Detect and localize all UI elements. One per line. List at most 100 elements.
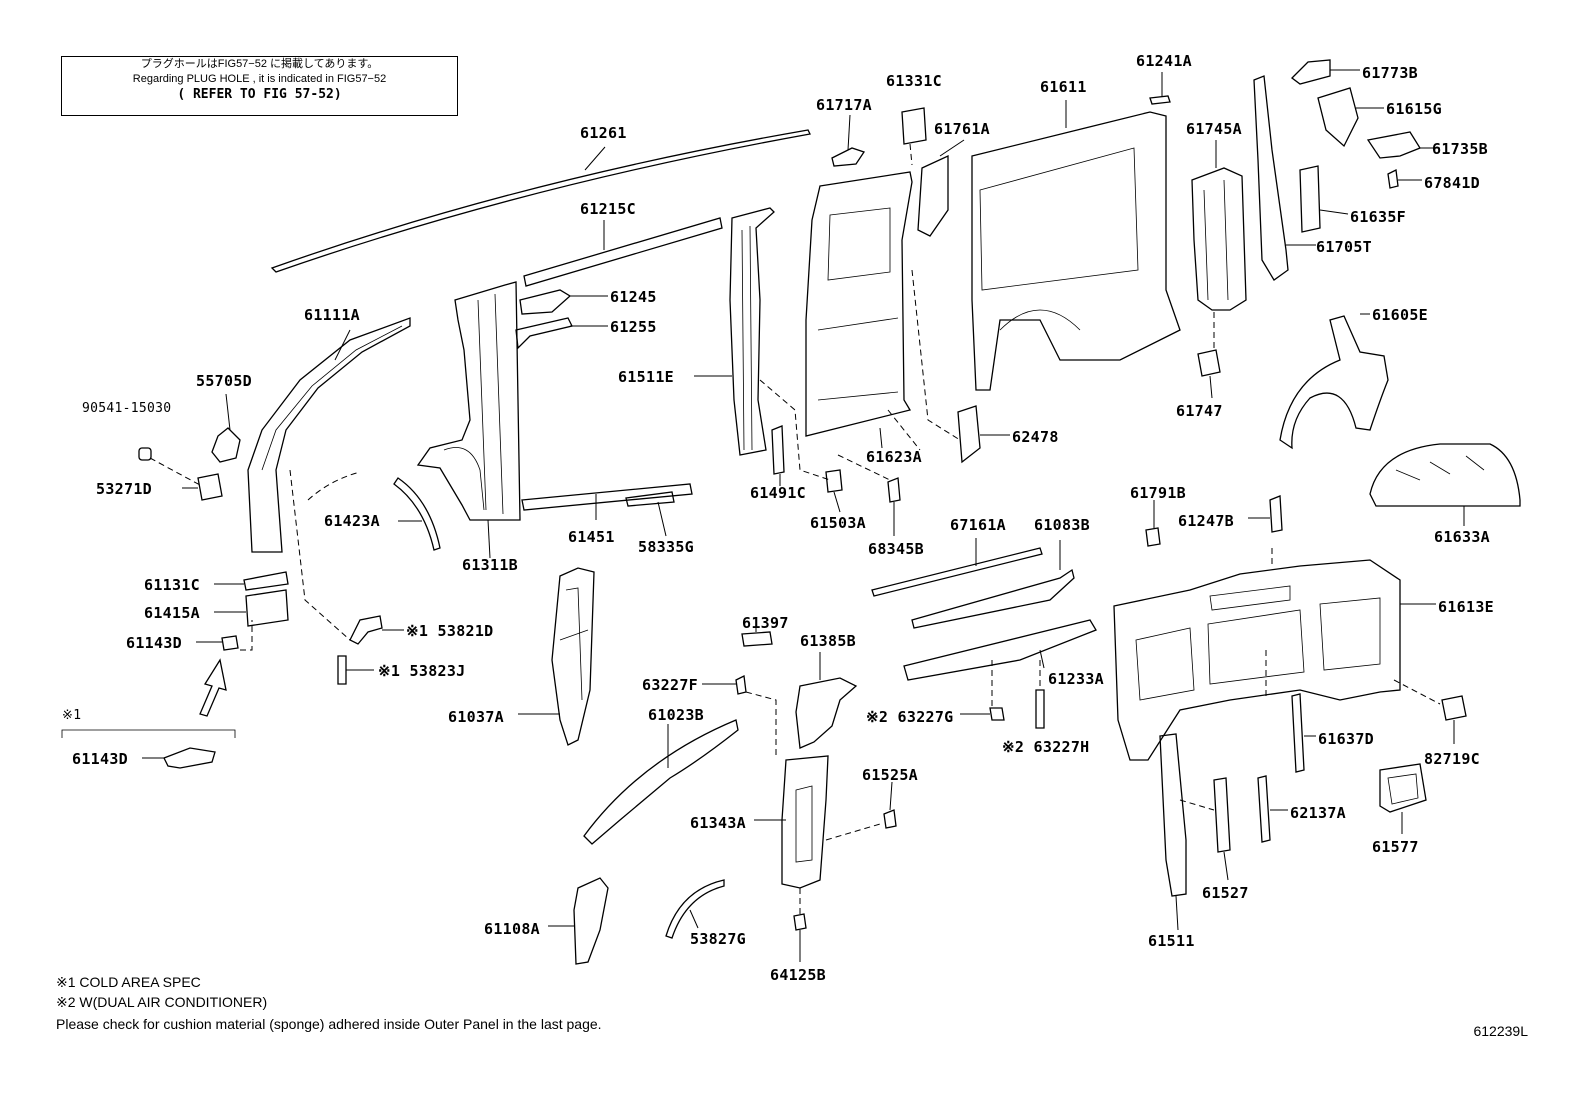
- label-55705D[interactable]: 55705D: [196, 372, 252, 390]
- label-61131C[interactable]: 61131C: [144, 576, 200, 594]
- part-61245-gusset[interactable]: [519, 289, 572, 315]
- label-61247B[interactable]: 61247B: [1178, 512, 1234, 530]
- part-61143D-cold-bracket[interactable]: [163, 747, 216, 769]
- label-64125B[interactable]: 64125B: [770, 966, 826, 984]
- label-61215C[interactable]: 61215C: [580, 200, 636, 218]
- label-61511E[interactable]: 61511E: [618, 368, 674, 386]
- part-53821D-seal[interactable]: [349, 615, 383, 645]
- label-61511[interactable]: 61511: [1148, 932, 1195, 950]
- part-61385B-pillar[interactable]: [795, 677, 858, 749]
- label-90541-15030[interactable]: 90541-15030: [82, 401, 172, 416]
- part-82719C-cover[interactable]: [1441, 695, 1467, 721]
- label-53823J[interactable]: ※1 53823J: [378, 662, 466, 680]
- part-61311B-front-panel[interactable]: [416, 281, 521, 521]
- part-61511E-center-pillar[interactable]: [729, 207, 775, 456]
- label-61143D[interactable]: 61143D: [126, 634, 182, 652]
- label-53821D[interactable]: ※1 53821D: [406, 622, 494, 640]
- label-61311B[interactable]: 61311B: [462, 556, 518, 574]
- label-62137A[interactable]: 62137A: [1290, 804, 1346, 822]
- part-61255-gusset[interactable]: [515, 317, 573, 350]
- label-61637D[interactable]: 61637D: [1318, 730, 1374, 748]
- label-61745A[interactable]: 61745A: [1186, 120, 1242, 138]
- label-61255[interactable]: 61255: [610, 318, 657, 336]
- part-61233A-side-sill[interactable]: [903, 619, 1097, 681]
- part-63227G-bracket[interactable]: [989, 707, 1005, 721]
- part-61605E-wheelhouse[interactable]: [1279, 315, 1389, 450]
- part-90541-15030-clip[interactable]: [138, 447, 152, 461]
- part-61131C-vent[interactable]: [243, 571, 289, 591]
- label-68345B[interactable]: 68345B: [868, 540, 924, 558]
- label-61023B[interactable]: 61023B: [648, 706, 704, 724]
- part-68345B-stopper[interactable]: [887, 477, 901, 503]
- part-61491C-bracket[interactable]: [771, 425, 785, 475]
- part-61037A-lower-pillar[interactable]: [551, 567, 595, 746]
- part-61215C-rail[interactable]: [523, 217, 723, 287]
- part-61083B-rail[interactable]: [911, 568, 1075, 629]
- label-61577[interactable]: 61577: [1372, 838, 1419, 856]
- label-61527[interactable]: 61527: [1202, 884, 1249, 902]
- part-61717A-bracket[interactable]: [831, 147, 866, 167]
- label-61773B[interactable]: 61773B: [1362, 64, 1418, 82]
- label-61083B[interactable]: 61083B: [1034, 516, 1090, 534]
- part-61525A-bracket[interactable]: [883, 809, 897, 829]
- part-61635F-bracket[interactable]: [1299, 165, 1321, 233]
- part-61331C-bracket[interactable]: [901, 107, 927, 145]
- label-61397[interactable]: 61397: [742, 614, 789, 632]
- label-61233A[interactable]: 61233A: [1048, 670, 1104, 688]
- label-61761A[interactable]: 61761A: [934, 120, 990, 138]
- label-61143D-cold[interactable]: 61143D: [72, 750, 128, 768]
- label-61613E[interactable]: 61613E: [1438, 598, 1494, 616]
- label-61385B[interactable]: 61385B: [800, 632, 856, 650]
- part-53823J-seal[interactable]: [337, 655, 347, 685]
- part-53271D-hinge[interactable]: [197, 473, 223, 501]
- label-61615G[interactable]: 61615G: [1386, 100, 1442, 118]
- part-61511-pillar[interactable]: [1159, 733, 1187, 897]
- part-61773B-bracket[interactable]: [1291, 59, 1331, 85]
- label-61525A[interactable]: 61525A: [862, 766, 918, 784]
- part-61343A-center-pillar-inner[interactable]: [781, 755, 829, 889]
- label-61111A[interactable]: 61111A: [304, 306, 360, 324]
- label-61331C[interactable]: 61331C: [886, 72, 942, 90]
- part-61613E-inner-panel[interactable]: [1113, 559, 1401, 761]
- label-62478[interactable]: 62478: [1012, 428, 1059, 446]
- label-63227F[interactable]: 63227F: [642, 676, 698, 694]
- part-61745A-pillar[interactable]: [1191, 167, 1247, 311]
- label-61415A[interactable]: 61415A: [144, 604, 200, 622]
- label-61735B[interactable]: 61735B: [1432, 140, 1488, 158]
- part-58335G-scuff[interactable]: [625, 491, 675, 507]
- part-61247B-bracket[interactable]: [1269, 495, 1283, 533]
- part-61527-bracket[interactable]: [1213, 777, 1231, 853]
- part-61615G-extension[interactable]: [1317, 87, 1359, 148]
- label-63227G[interactable]: ※2 63227G: [866, 708, 954, 726]
- part-67161A-rail[interactable]: [871, 547, 1043, 597]
- label-61635F[interactable]: 61635F: [1350, 208, 1406, 226]
- label-61717A[interactable]: 61717A: [816, 96, 872, 114]
- label-61705T[interactable]: 61705T: [1316, 238, 1372, 256]
- part-61791B-plug[interactable]: [1145, 527, 1161, 547]
- part-61633A-wheelhouse-cover[interactable]: [1369, 443, 1521, 507]
- part-61261-roof-molding[interactable]: [270, 129, 811, 273]
- label-61503A[interactable]: 61503A: [810, 514, 866, 532]
- label-53827G[interactable]: 53827G: [690, 930, 746, 948]
- part-61611-quarter-panel[interactable]: [971, 111, 1181, 391]
- part-61451-rocker-sill[interactable]: [521, 483, 693, 511]
- label-61037A[interactable]: 61037A: [448, 708, 504, 726]
- label-61343A[interactable]: 61343A: [690, 814, 746, 832]
- part-61423A-arch-plate[interactable]: [393, 477, 441, 551]
- label-61611[interactable]: 61611: [1040, 78, 1087, 96]
- part-61415A-bracket[interactable]: [245, 589, 289, 627]
- part-61023B-roof-rail[interactable]: [583, 719, 739, 845]
- label-58335G[interactable]: 58335G: [638, 538, 694, 556]
- part-61747-bracket[interactable]: [1197, 349, 1221, 377]
- label-61241A[interactable]: 61241A: [1136, 52, 1192, 70]
- part-61143D-clip[interactable]: [221, 635, 239, 651]
- part-64125B-bracket[interactable]: [793, 913, 807, 931]
- label-61491C[interactable]: 61491C: [750, 484, 806, 502]
- part-61108A-reinforcement[interactable]: [573, 877, 609, 965]
- label-61245[interactable]: 61245: [610, 288, 657, 306]
- part-63227H-bracket[interactable]: [1035, 689, 1045, 729]
- label-67841D[interactable]: 67841D: [1424, 174, 1480, 192]
- label-61623A[interactable]: 61623A: [866, 448, 922, 466]
- label-61261[interactable]: 61261: [580, 124, 627, 142]
- part-62137A-bracket[interactable]: [1257, 775, 1271, 843]
